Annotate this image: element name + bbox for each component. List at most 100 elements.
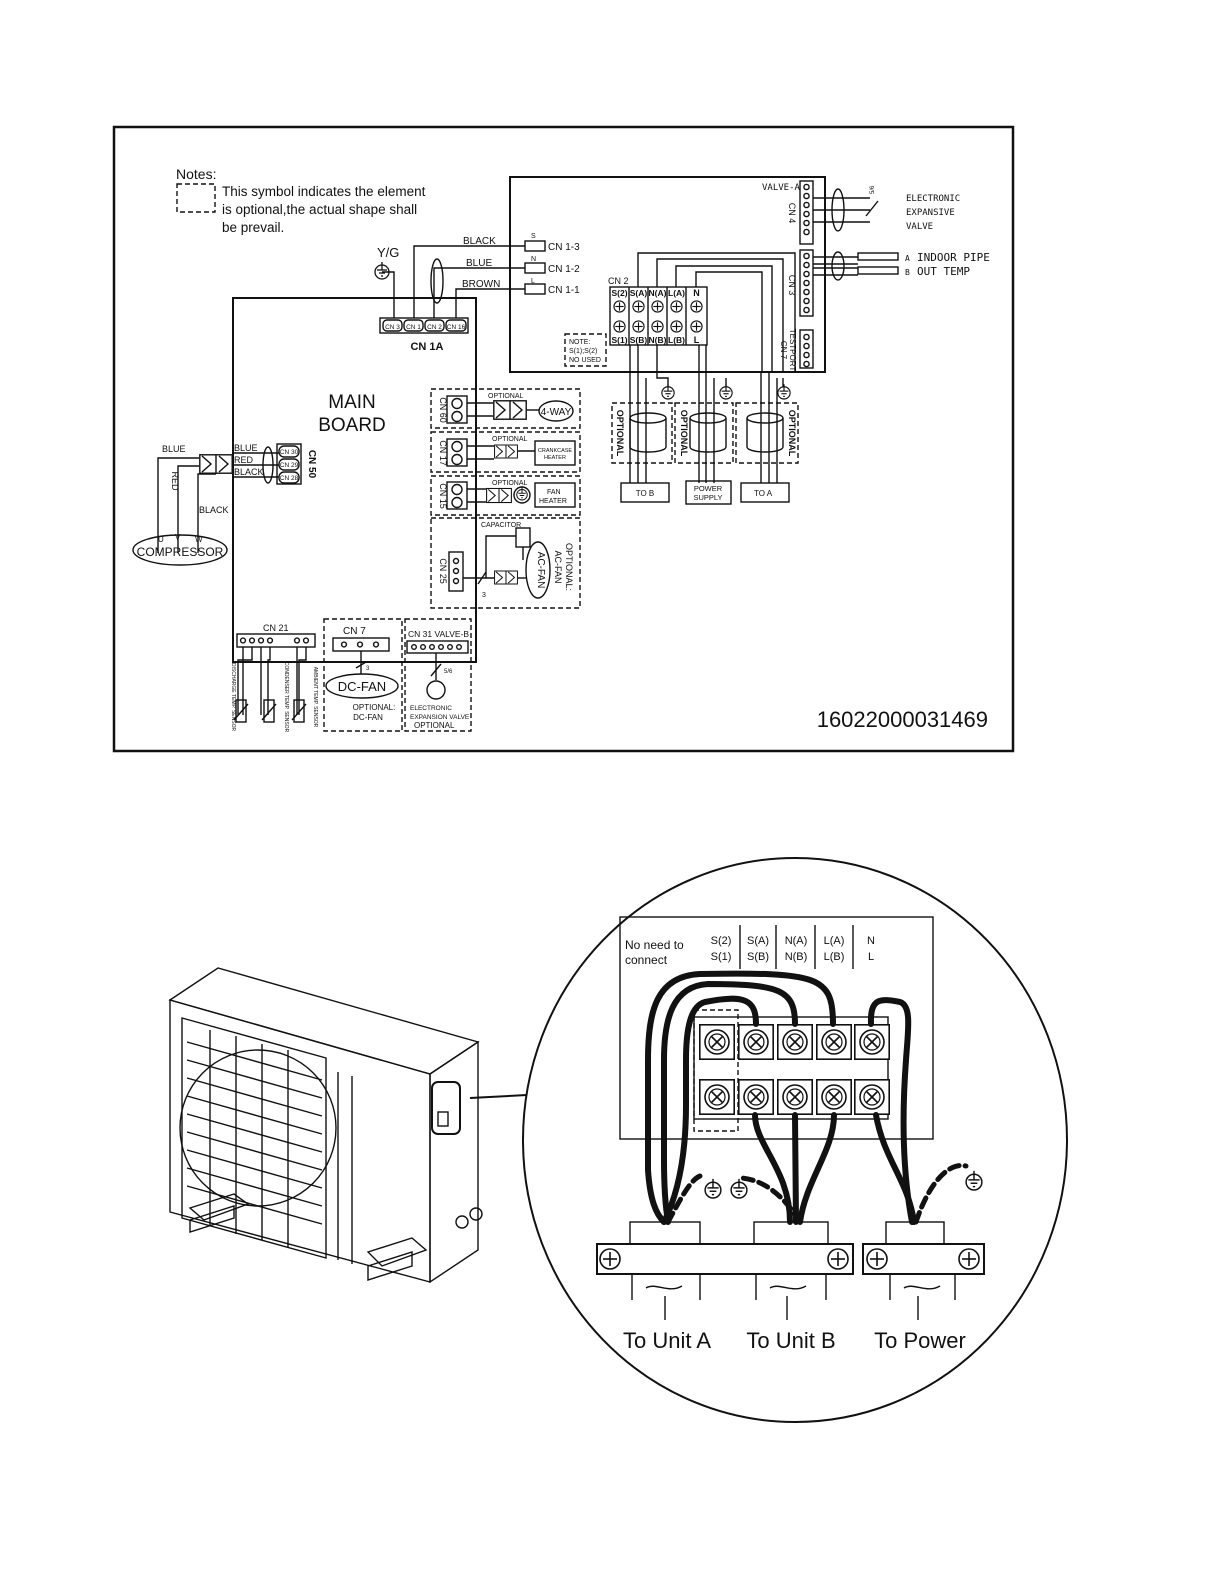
optional-ferrite-b: OPTIONAL	[611, 402, 673, 464]
terminal-screw	[699, 1079, 735, 1115]
cn29-label: CN 29	[280, 462, 299, 469]
sensor-label: AMBIENT TEMP. SENSOR	[312, 667, 318, 728]
cn1a-pin: CN 1	[406, 324, 421, 331]
optional-dcfan-label-1: OPTIONAL:	[353, 703, 396, 712]
pipe-b-mark: B	[905, 268, 910, 277]
wire-blue-comp: BLUE	[234, 443, 258, 453]
cn1a-label: CN 1A	[410, 341, 443, 353]
no-need-label-2: connect	[625, 953, 668, 967]
wire-red-comp: RED	[234, 455, 254, 465]
header-top-label: L(A)	[824, 935, 845, 947]
header-top-label: N	[867, 935, 875, 947]
four-way-valve-label: 4-WAY	[541, 407, 572, 418]
cn1-2-label: CN 1-2	[548, 264, 580, 275]
valve-a-label: VALVE-A	[762, 183, 801, 193]
sensor-label: CONDENSER TEMP. SENSOR	[283, 662, 289, 733]
n-mark: N	[531, 256, 536, 263]
header-bottom-label: S(1)	[711, 951, 732, 963]
cn25-label: CN 25	[438, 558, 448, 584]
diagram-frame	[112, 125, 1015, 753]
fan-heater-label-1: FAN	[547, 489, 561, 496]
cn2-bottom-label: N(B)	[649, 335, 667, 345]
header-bottom-label: N(B)	[785, 951, 808, 963]
clamp-screw	[866, 1248, 888, 1270]
valve-icon	[455, 1215, 469, 1229]
detail-circle	[522, 857, 1068, 1423]
cn17-label: CN 17	[438, 440, 448, 466]
clamp-screw	[599, 1248, 621, 1270]
power-supply-label-1: POWER	[694, 484, 723, 493]
header-top-label: S(2)	[711, 935, 732, 947]
to-a-box	[740, 482, 790, 503]
no-need-label-1: No need to	[625, 938, 684, 952]
wire-black-label: BLACK	[463, 236, 496, 247]
terminal-screw	[777, 1024, 813, 1060]
cn1-3-label: CN 1-3	[548, 242, 580, 253]
cn2-bottom-label: L	[694, 335, 700, 345]
cn17-crankcase-group: CN 17 OPTIONAL CRANKCASE HEATER	[430, 431, 581, 473]
fan-heater-label-2: HEATER	[539, 498, 567, 505]
cn2-top-label: N	[693, 288, 700, 298]
testport-connector: TESTPORT CN 7	[779, 329, 814, 371]
cable-clamp-units	[596, 1243, 854, 1275]
terminal-cover-icon	[431, 1081, 461, 1135]
three-label: 3	[482, 592, 486, 599]
optional-label: OPTIONAL	[492, 480, 528, 487]
sensor-label: DISCHARGE TEMP. SENSOR	[230, 663, 236, 732]
wire-blue-side: BLUE	[162, 444, 186, 454]
cn1-3-plug	[524, 240, 546, 252]
main-board	[232, 297, 477, 663]
optional-label: OPTIONAL	[615, 410, 625, 457]
sensor-icon	[293, 699, 305, 723]
to-a-label: TO A	[754, 489, 773, 498]
ground-icon	[730, 1178, 748, 1199]
cn31-valve-b-group: CN 31 VALVE-B 5/6 ELECTRONIC EXPANSION V…	[404, 618, 472, 732]
cable-clamp-power	[862, 1243, 985, 1275]
cn21-sensor-group: CN 21 DISCHARGE TEMP. SENSOR CONDENSER T…	[230, 623, 318, 733]
note-box-line: NOTE:	[569, 339, 590, 346]
cn15-fan-heater-group: CN 15 OPTIONAL FAN HEATER	[430, 475, 581, 516]
header-bottom-label: L	[868, 951, 874, 963]
cn2-top-label: N(A)	[649, 288, 667, 298]
wire-to-unit-a	[661, 980, 798, 1225]
optional-label: OPTIONAL	[679, 410, 689, 457]
eev-label-2: EXPANSIVE	[906, 208, 955, 218]
to-power-label: To Power	[874, 1328, 966, 1353]
cn21-label: CN 21	[263, 623, 289, 633]
capacitor-icon	[515, 527, 531, 548]
header-top-label: S(A)	[747, 935, 769, 947]
cn2-terminal-block: CN 2 S(2) S(A) N(A) L(A) N S(1) S(B) N(B…	[608, 276, 708, 346]
cn4-label: CN 4	[787, 203, 797, 224]
clamp-screw	[958, 1248, 980, 1270]
ground-icon	[777, 384, 791, 400]
cn2-bottom-label: S(B)	[630, 335, 648, 345]
sensor-icon	[263, 699, 275, 723]
clamp-screw	[827, 1248, 849, 1270]
cn3-connector: CN 3 A B INDOOR PIPE OUT TEMP	[787, 249, 990, 317]
ground-icon	[965, 1170, 983, 1191]
to-b-label: TO B	[636, 489, 655, 498]
power-supply-box	[685, 480, 732, 505]
part-number: 16022000031469	[817, 707, 988, 732]
valve-icon	[469, 1207, 483, 1221]
terminal-panel	[619, 916, 934, 1140]
v-label: V	[175, 533, 181, 542]
wire-to-power	[873, 1112, 917, 1225]
capacitor-label: CAPACITOR	[481, 522, 521, 529]
terminal-screw	[777, 1079, 813, 1115]
valve-icon	[426, 680, 446, 700]
wiring-diagram: Notes: This symbol indicates the element…	[112, 125, 1015, 753]
wire-black-comp: BLACK	[234, 467, 264, 477]
w-label: W	[195, 535, 203, 544]
wire-to-power	[867, 997, 915, 1225]
terminal-screw	[854, 1079, 890, 1115]
out-temp-label: OUT TEMP	[917, 265, 970, 278]
terminal-screw	[816, 1024, 852, 1060]
cn1a-pin: CN 16	[447, 324, 466, 331]
cn7-dc-fan-group: CN 7 3 DC-FAN OPTIONAL: DC-FAN	[323, 618, 403, 732]
eev2-label-1: ELECTRONIC	[410, 705, 452, 712]
notes-block: Notes: This symbol indicates the element…	[176, 166, 426, 235]
crankcase-label-2: HEATER	[544, 455, 566, 461]
cn1-1-label: CN 1-1	[548, 285, 580, 296]
